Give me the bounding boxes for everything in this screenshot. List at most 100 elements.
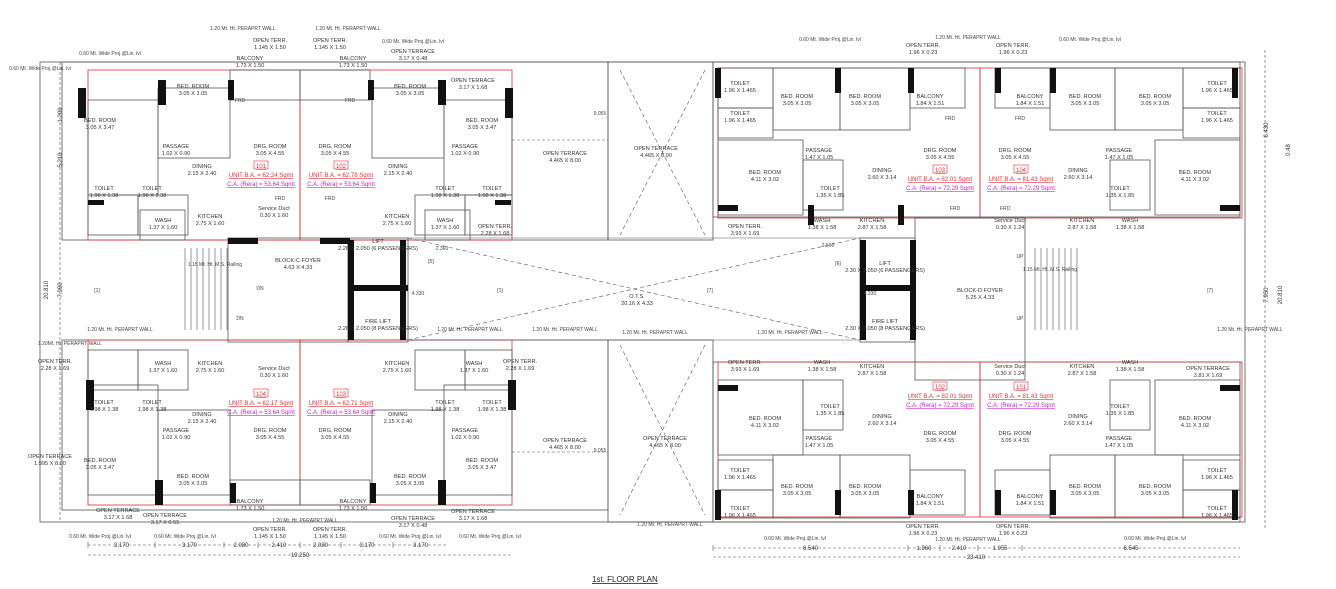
room-dimensions: 20.16 X 4.33 — [621, 301, 653, 307]
room-name: OPEN TERRACE — [451, 509, 495, 515]
room-name: TOILET — [142, 186, 162, 192]
room-dimensions: 3.05 X 4.55 — [256, 435, 285, 441]
room-dimensions: 1.02 X 0.90 — [451, 151, 480, 157]
room-name: OPEN TERRACE — [451, 78, 495, 84]
room-dimensions: 1.84 X 1.51 — [1016, 101, 1045, 107]
annotation-text: 1.20 Mt. Ht. PERAPRT WALL — [1217, 327, 1283, 333]
dimension-label: 5.210 — [58, 152, 64, 168]
room-name: DRG. ROOM — [999, 148, 1032, 154]
annotation-text: 1.20 Mt. Ht. PERAPRT WALL — [622, 330, 688, 336]
room-label: OPEN TERR.1.145 X 1.50 — [253, 527, 288, 540]
annotation-text: 0.60 Mt. Wide Proj.@Lin. lvl — [154, 534, 216, 540]
room-name: BED. ROOM — [466, 458, 498, 464]
room-wall — [1182, 489, 1241, 519]
unit-built-area: UNIT B.A. = 81.43 Sqmt — [989, 394, 1054, 400]
room-dimensions: 1.35 X 1.85 — [816, 411, 845, 417]
unit-carpet-area: C.A. (Rera) = 72.29 Sqmt — [987, 403, 1055, 409]
room-dimensions: 3.17 X 0.48 — [399, 523, 428, 529]
room-dimensions: 3.05 X 4.55 — [926, 155, 955, 161]
room-name: BALCONY — [340, 499, 367, 505]
room-name: BED. ROOM — [749, 416, 781, 422]
room-dimensions: 2.60 X 3.14 — [868, 175, 897, 181]
room-dimensions: 1.995 X 8.00 — [34, 461, 66, 467]
room-dimensions: 1.96 X 1.465 — [724, 475, 756, 481]
room-dimensions: 2.15 X 2.40 — [188, 171, 217, 177]
room-dimensions: 4.63 X 4.33 — [284, 265, 313, 271]
room-dimensions: 2.87 X 1.58 — [1068, 371, 1097, 377]
room-name: BED. ROOM — [84, 118, 116, 124]
room-dimensions: 1.96 X 1.465 — [1201, 118, 1233, 124]
room-name: OPEN TERR. — [313, 527, 348, 533]
room-label: OPEN TERR.2.28 X 1.68 — [478, 224, 513, 237]
room-name: PASSAGE — [1106, 148, 1133, 154]
room-name: KITCHEN — [1070, 364, 1095, 370]
unit-carpet-area: C.A. (Rera) = 72.29 Sqmt — [906, 403, 974, 409]
annotations: 1.20 Mt. Ht. PERAPRT WALL 1.20 Mt. Ht. PE… — [9, 26, 1283, 543]
annotation-text: 9.055 — [594, 448, 607, 454]
room-dimensions: 1.96 X 1.465 — [1201, 88, 1233, 94]
room-name: OPEN TERRACE — [634, 146, 678, 152]
column — [1232, 68, 1238, 98]
room-name: DINING — [872, 168, 892, 174]
room-name: TOILET — [482, 186, 502, 192]
room-name: KITCHEN — [198, 361, 223, 367]
dimension-label: 1.960 — [916, 546, 932, 552]
column — [228, 238, 258, 244]
room-name: BED. ROOM — [749, 170, 781, 176]
annotation-text: [7] — [707, 288, 713, 294]
column — [808, 205, 814, 225]
room-name: PASSAGE — [163, 428, 190, 434]
room-dimensions: 2.75 X 1.60 — [383, 221, 412, 227]
column — [88, 200, 104, 205]
room-dimensions: 1.37 X 1.60 — [460, 368, 489, 374]
annotation-text: FRD — [235, 98, 246, 104]
room-dimensions: 4.11 X 3.02 — [1181, 423, 1209, 429]
room-dimensions: 3.05 X 4.55 — [926, 438, 955, 444]
unit-number-box — [932, 164, 948, 174]
unit-carpet-area: C.A. (Rera) = 72.29 Sqmt — [906, 186, 974, 192]
annotation-text: 4.330 — [864, 291, 877, 297]
room-name: TOILET — [94, 186, 114, 192]
room-name: PASSAGE — [452, 144, 479, 150]
room-label: O.T.S.20.16 X 4.33 — [621, 294, 653, 307]
room-dimensions: 3.05 X 3.47 — [468, 125, 497, 131]
room-label: OPEN TERR.1.96 X 0.23 — [906, 524, 941, 537]
room-name: PASSAGE — [1106, 436, 1133, 442]
room-dimensions: 1.145 X 1.50 — [314, 45, 346, 51]
room-name: WASH — [466, 361, 483, 367]
column — [505, 88, 513, 118]
room-name: DINING — [388, 164, 408, 170]
room-dimensions: 2.87 X 1.58 — [858, 225, 887, 231]
annotation-text: 1.15 Mt. Ht. M.S. Railing — [1023, 267, 1077, 273]
room-dimensions: 1.96 X 0.23 — [909, 50, 938, 56]
room-name: KITCHEN — [385, 361, 410, 367]
room-name: WASH — [155, 218, 172, 224]
annotation-text: 0.60 Mt. Wide Proj.@Lin. lvl — [9, 66, 71, 72]
room-label: OPEN TERR.1.145 X 1.50 — [253, 38, 288, 51]
room-name: TOILET — [435, 186, 455, 192]
room-dimensions: 1.38 X 1.58 — [808, 367, 837, 373]
